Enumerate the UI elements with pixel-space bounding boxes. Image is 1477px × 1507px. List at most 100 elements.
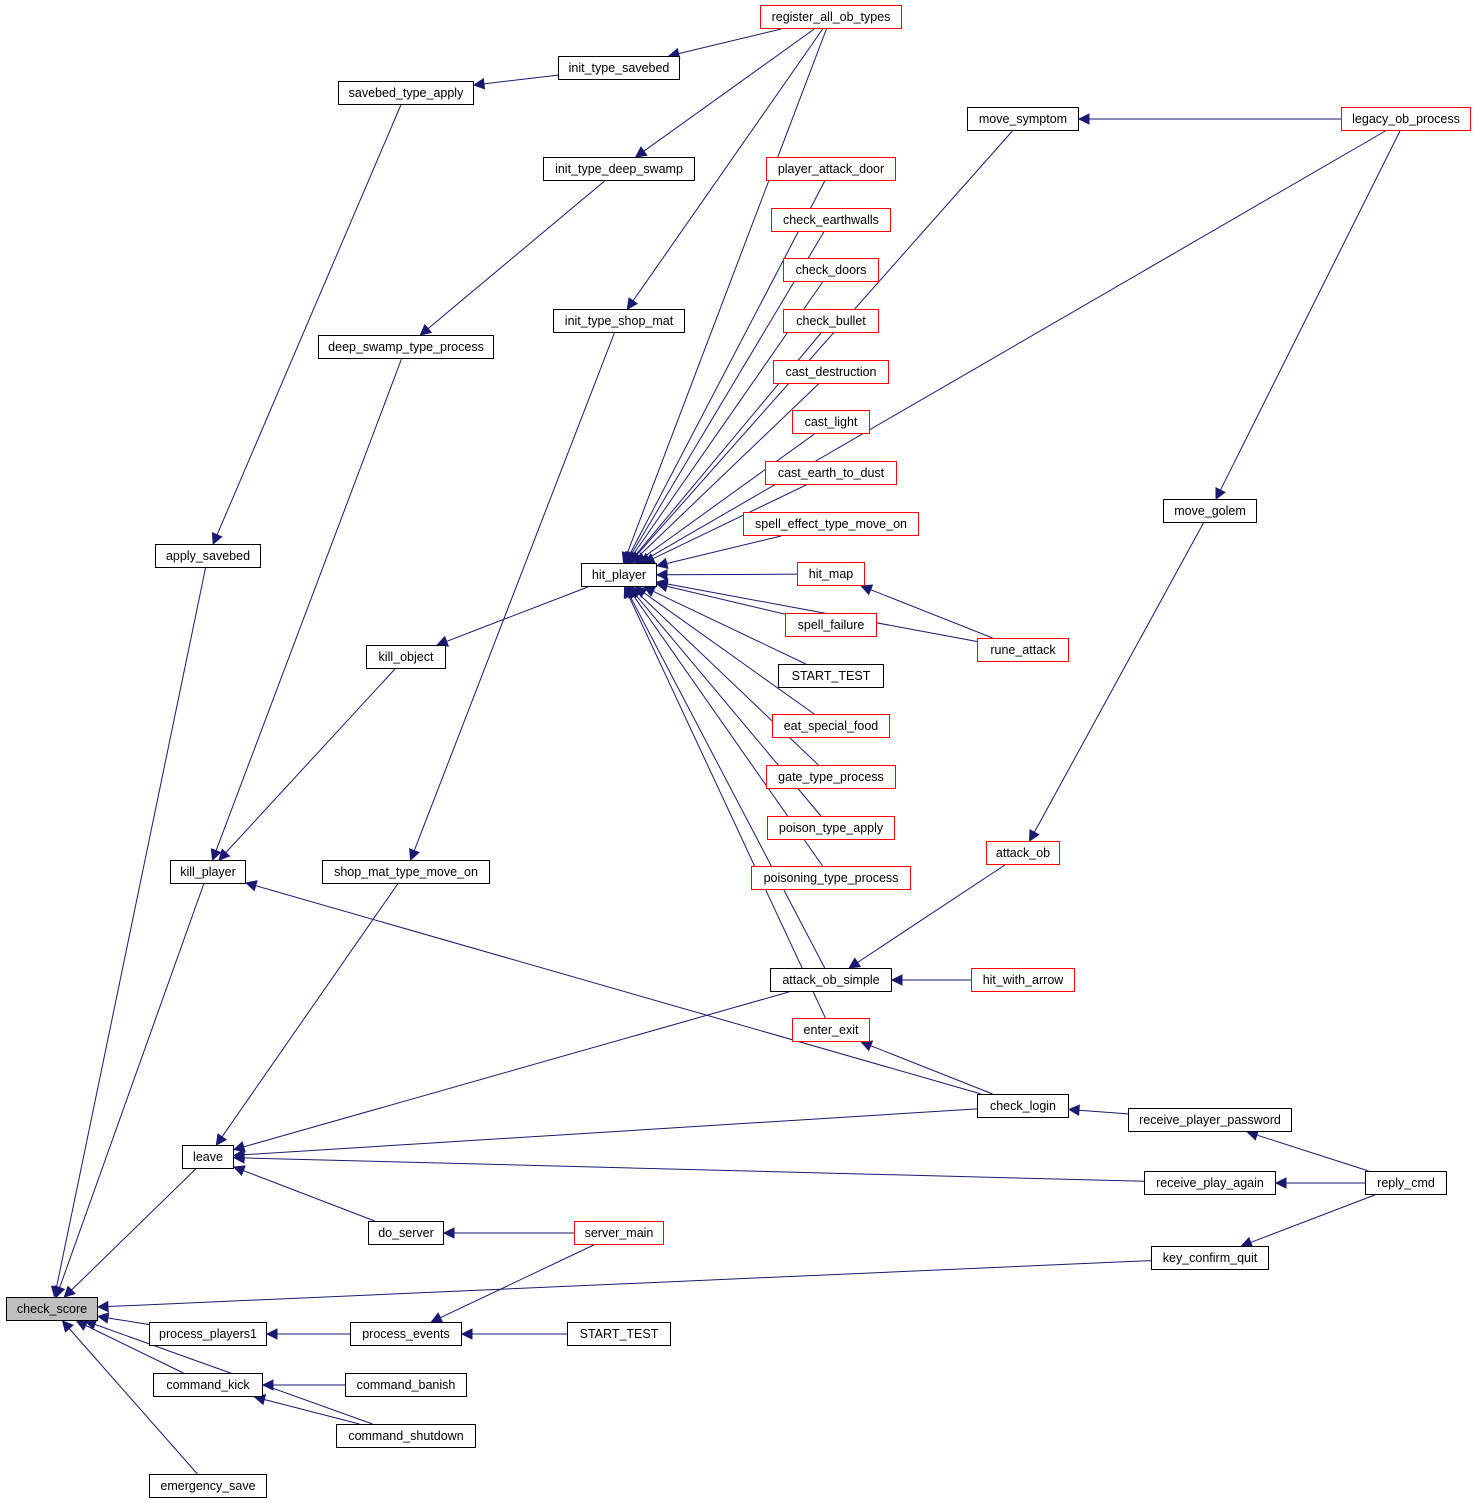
arrowhead-icon [232, 1152, 245, 1164]
edge-hit-map-to-hit-player [666, 573, 798, 576]
arrowhead-icon [890, 974, 903, 986]
node-eat-special-food[interactable]: eat_special_food [772, 714, 890, 738]
node-process-players1[interactable]: process_players1 [149, 1322, 267, 1346]
node-init-type-deep-swamp[interactable]: init_type_deep_swamp [543, 157, 695, 181]
arrowhead-icon [655, 557, 669, 570]
arrowhead-icon [409, 848, 420, 862]
arrowhead-icon [430, 1312, 444, 1323]
node-spell-effect-type-move-on[interactable]: spell_effect_type_move_on [743, 512, 919, 536]
edge-savebed-type-apply-to-apply-savebed [216, 104, 402, 536]
edge-attack-ob-simple-to-leave [243, 991, 789, 1148]
node-check-login[interactable]: check_login [977, 1094, 1069, 1118]
edge-enter-exit-to-hit-player [628, 595, 826, 1019]
edge-cast-light-to-hit-player [643, 433, 815, 558]
node-leave[interactable]: leave [182, 1145, 234, 1169]
edge-receive-player-password-to-check-login [1078, 1109, 1129, 1115]
arrowhead-icon [210, 848, 222, 862]
node-init-type-savebed[interactable]: init_type_savebed [558, 56, 680, 80]
edge-player-attack-door-to-hit-player [629, 180, 826, 555]
arrowhead-icon [261, 1379, 274, 1391]
node-check-bullet[interactable]: check_bullet [783, 309, 879, 333]
node-rune-attack[interactable]: rune_attack [977, 638, 1069, 662]
node-enter-exit[interactable]: enter_exit [792, 1018, 870, 1042]
node-command-shutdown[interactable]: command_shutdown [336, 1424, 476, 1448]
edge-check-login-to-enter-exit [870, 1045, 993, 1095]
node-hit-map[interactable]: hit_map [797, 562, 865, 586]
node-hit-with-arrow[interactable]: hit_with_arrow [971, 968, 1075, 992]
node-register-all-ob-types[interactable]: register_all_ob_types [760, 5, 902, 29]
edge-cast-earth-to-dust-to-hit-player [652, 484, 807, 560]
node-server-main[interactable]: server_main [574, 1221, 664, 1245]
edge-do-server-to-leave [243, 1170, 375, 1222]
edge-command-kick-to-check-score [85, 1324, 184, 1374]
edge-rune-attack-to-hit-player [666, 583, 978, 642]
arrowhead-icon [860, 1040, 874, 1052]
node-attack-ob[interactable]: attack_ob [986, 841, 1060, 865]
edge-key-confirm-quit-to-check-score [107, 1260, 1152, 1308]
node-poison-type-apply[interactable]: poison_type_apply [767, 816, 895, 840]
node-check-score[interactable]: check_score [6, 1297, 98, 1321]
arrowhead-icon [211, 532, 223, 546]
arrowhead-icon [460, 1328, 473, 1340]
edge-check-login-to-leave [243, 1108, 978, 1156]
edge-eat-special-food-to-hit-player [643, 592, 815, 715]
node-kill-player[interactable]: kill_player [170, 860, 246, 884]
node-cast-light[interactable]: cast_light [792, 410, 870, 434]
arrowhead-icon [626, 297, 639, 310]
edge-shop-mat-type-move-on-to-leave [221, 883, 399, 1138]
node-receive-player-password[interactable]: receive_player_password [1128, 1108, 1292, 1132]
node-player-attack-door[interactable]: player_attack_door [766, 157, 896, 181]
node-move-symptom[interactable]: move_symptom [967, 107, 1079, 131]
edge-legacy-ob-process-to-hit-player [648, 130, 1386, 559]
node-reply-cmd[interactable]: reply_cmd [1365, 1171, 1447, 1195]
node-check-doors[interactable]: check_doors [783, 258, 879, 282]
edge-register-all-ob-types-to-init-type-savebed [678, 28, 782, 55]
edge-attack-ob-simple-to-hit-player [629, 595, 826, 969]
edge-reply-cmd-to-key-confirm-quit [1250, 1194, 1375, 1243]
node-emergency-save[interactable]: emergency_save [149, 1474, 267, 1498]
node-cast-earth-to-dust[interactable]: cast_earth_to_dust [765, 461, 897, 485]
edge-kill-object-to-kill-player [225, 668, 396, 853]
node-hit-player[interactable]: hit_player [581, 563, 657, 587]
node-deep-swamp-type-process[interactable]: deep_swamp_type_process [318, 335, 494, 359]
edge-spell-failure-to-hit-player [666, 585, 786, 615]
edge-apply-savebed-to-check-score [56, 567, 207, 1288]
node-start-test-1[interactable]: START_TEST [567, 1322, 671, 1346]
node-command-banish[interactable]: command_banish [345, 1373, 467, 1397]
node-spell-failure[interactable]: spell_failure [785, 613, 877, 637]
arrowhead-icon [244, 880, 258, 892]
node-command-kick[interactable]: command_kick [153, 1373, 263, 1397]
node-cast-destruction[interactable]: cast_destruction [773, 360, 889, 384]
node-do-server[interactable]: do_server [368, 1221, 444, 1245]
node-legacy-ob-process[interactable]: legacy_ob_process [1341, 107, 1471, 131]
edge-rune-attack-to-hit-map [870, 589, 993, 639]
arrowhead-icon [63, 1285, 76, 1298]
node-start-test-2[interactable]: START_TEST [778, 664, 884, 688]
edge-move-symptom-to-hit-player [635, 130, 1013, 556]
arrowhead-icon [1067, 1104, 1080, 1117]
node-check-earthwalls[interactable]: check_earthwalls [771, 208, 891, 232]
node-gate-type-process[interactable]: gate_type_process [766, 765, 896, 789]
arrowhead-icon [1077, 113, 1090, 125]
node-attack-ob-simple[interactable]: attack_ob_simple [770, 968, 892, 992]
node-move-golem[interactable]: move_golem [1163, 499, 1257, 523]
edge-hit-player-to-kill-object [446, 586, 589, 642]
edge-command-shutdown-to-command-kick [264, 1399, 360, 1425]
node-init-type-shop-mat[interactable]: init_type_shop_mat [553, 309, 685, 333]
node-poisoning-type-process[interactable]: poisoning_type_process [751, 866, 911, 890]
node-apply-savebed[interactable]: apply_savebed [155, 544, 261, 568]
node-savebed-type-apply[interactable]: savebed_type_apply [338, 81, 474, 105]
node-key-confirm-quit[interactable]: key_confirm_quit [1151, 1246, 1269, 1270]
node-receive-play-again[interactable]: receive_play_again [1144, 1171, 1276, 1195]
node-kill-object[interactable]: kill_object [366, 645, 446, 669]
edge-emergency-save-to-check-score [68, 1328, 198, 1475]
node-process-events[interactable]: process_events [350, 1322, 462, 1346]
arrowhead-icon [96, 1312, 110, 1324]
arrowhead-icon [634, 552, 648, 564]
edge-reply-cmd-to-receive-player-password [1256, 1134, 1369, 1172]
edge-register-all-ob-types-to-init-type-shop-mat [632, 28, 824, 302]
node-shop-mat-type-move-on[interactable]: shop_mat_type_move_on [322, 860, 490, 884]
edge-process-players1-to-check-score [107, 1317, 150, 1326]
edge-server-main-to-process-events [440, 1244, 594, 1319]
